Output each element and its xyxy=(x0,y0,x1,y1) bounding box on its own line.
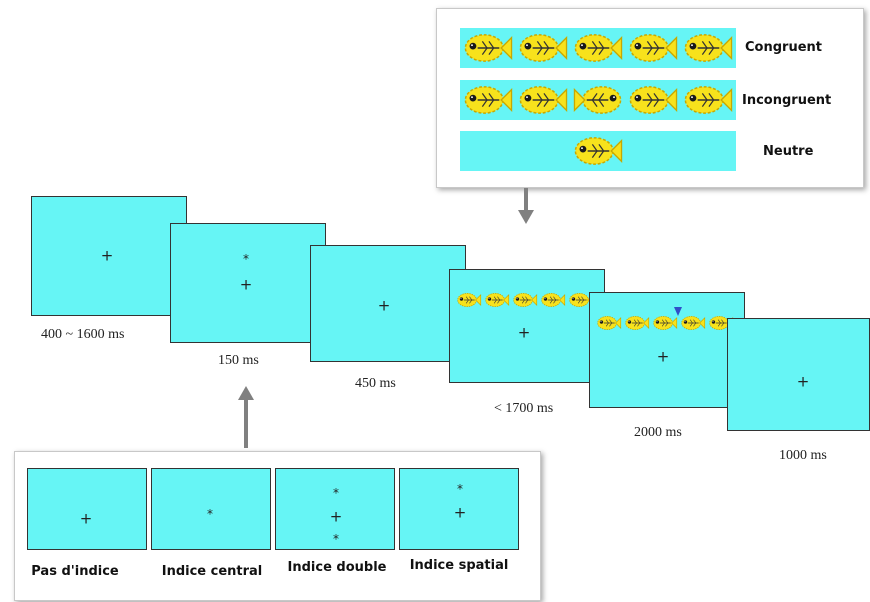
fixation-screen: + xyxy=(727,318,870,431)
cue-screen: * + xyxy=(170,223,326,343)
target-screen: + xyxy=(449,269,605,383)
fish-icon xyxy=(518,32,568,64)
fixation-screen: + xyxy=(31,196,187,316)
cue-asterisk: * xyxy=(457,482,463,496)
fish-icon xyxy=(652,315,678,331)
feedback-screen: + xyxy=(589,292,745,408)
fish-icon xyxy=(463,32,513,64)
fixation-cross: + xyxy=(656,347,670,366)
congruent-label: Congruent xyxy=(745,40,822,55)
fish-icon xyxy=(573,32,623,64)
fixation-cross: + xyxy=(239,275,253,294)
double-cue-label: Indice double xyxy=(287,560,387,575)
spatial-cue-label: Indice spatial xyxy=(409,558,509,573)
fish-icon xyxy=(540,292,566,308)
fish-icon xyxy=(624,315,650,331)
feedback-marker-icon xyxy=(674,307,682,316)
cue-asterisk: * xyxy=(333,532,339,546)
incongruent-label: Incongruent xyxy=(742,93,832,108)
congruent-stimulus xyxy=(460,28,736,68)
duration-label: 150 ms xyxy=(218,353,259,368)
fish-icon xyxy=(573,135,623,167)
duration-label: 1000 ms xyxy=(779,448,827,463)
fish-icon xyxy=(683,32,733,64)
fish-icon xyxy=(518,84,568,116)
fish-icon xyxy=(680,315,706,331)
fish-icon xyxy=(573,84,623,116)
fish-icon xyxy=(512,292,538,308)
duration-label: < 1700 ms xyxy=(494,401,554,416)
fish-icon xyxy=(683,84,733,116)
cue-asterisk: * xyxy=(243,252,249,266)
flanker-conditions-panel: Congruent Incongruent Neutre xyxy=(436,8,864,188)
fixation-cross: + xyxy=(453,503,467,522)
fish-icon xyxy=(628,84,678,116)
fish-icon xyxy=(596,315,622,331)
spatial-cue-screen: * + xyxy=(399,468,519,550)
double-cue-screen: * + * xyxy=(275,468,395,550)
cue-asterisk: * xyxy=(207,507,213,521)
fixation-cross: + xyxy=(517,323,531,342)
fish-icon xyxy=(484,292,510,308)
no-cue-label: Pas d'indice xyxy=(31,564,119,579)
incongruent-stimulus xyxy=(460,80,736,120)
fixation-cross: + xyxy=(796,372,810,391)
neutral-stimulus xyxy=(460,131,736,171)
fish-icon xyxy=(463,84,513,116)
central-cue-screen: * xyxy=(151,468,271,550)
fixation-cross: + xyxy=(79,509,93,528)
fixation-cross: + xyxy=(100,246,114,265)
fish-icon xyxy=(456,292,482,308)
arrow-up-icon xyxy=(238,386,254,448)
cue-conditions-panel: + * * + * * + Pas d'indice Indice centra… xyxy=(14,451,541,601)
fixation-screen: + xyxy=(310,245,466,362)
no-cue-screen: + xyxy=(27,468,147,550)
fixation-cross: + xyxy=(329,507,343,526)
duration-label: 450 ms xyxy=(355,376,396,391)
cue-asterisk: * xyxy=(333,486,339,500)
arrow-down-icon xyxy=(518,188,534,224)
fish-icon xyxy=(628,32,678,64)
fixation-cross: + xyxy=(377,296,391,315)
central-cue-label: Indice central xyxy=(161,564,263,579)
duration-label: 400 ~ 1600 ms xyxy=(41,327,125,342)
duration-label: 2000 ms xyxy=(634,425,682,440)
neutral-label: Neutre xyxy=(763,144,814,159)
